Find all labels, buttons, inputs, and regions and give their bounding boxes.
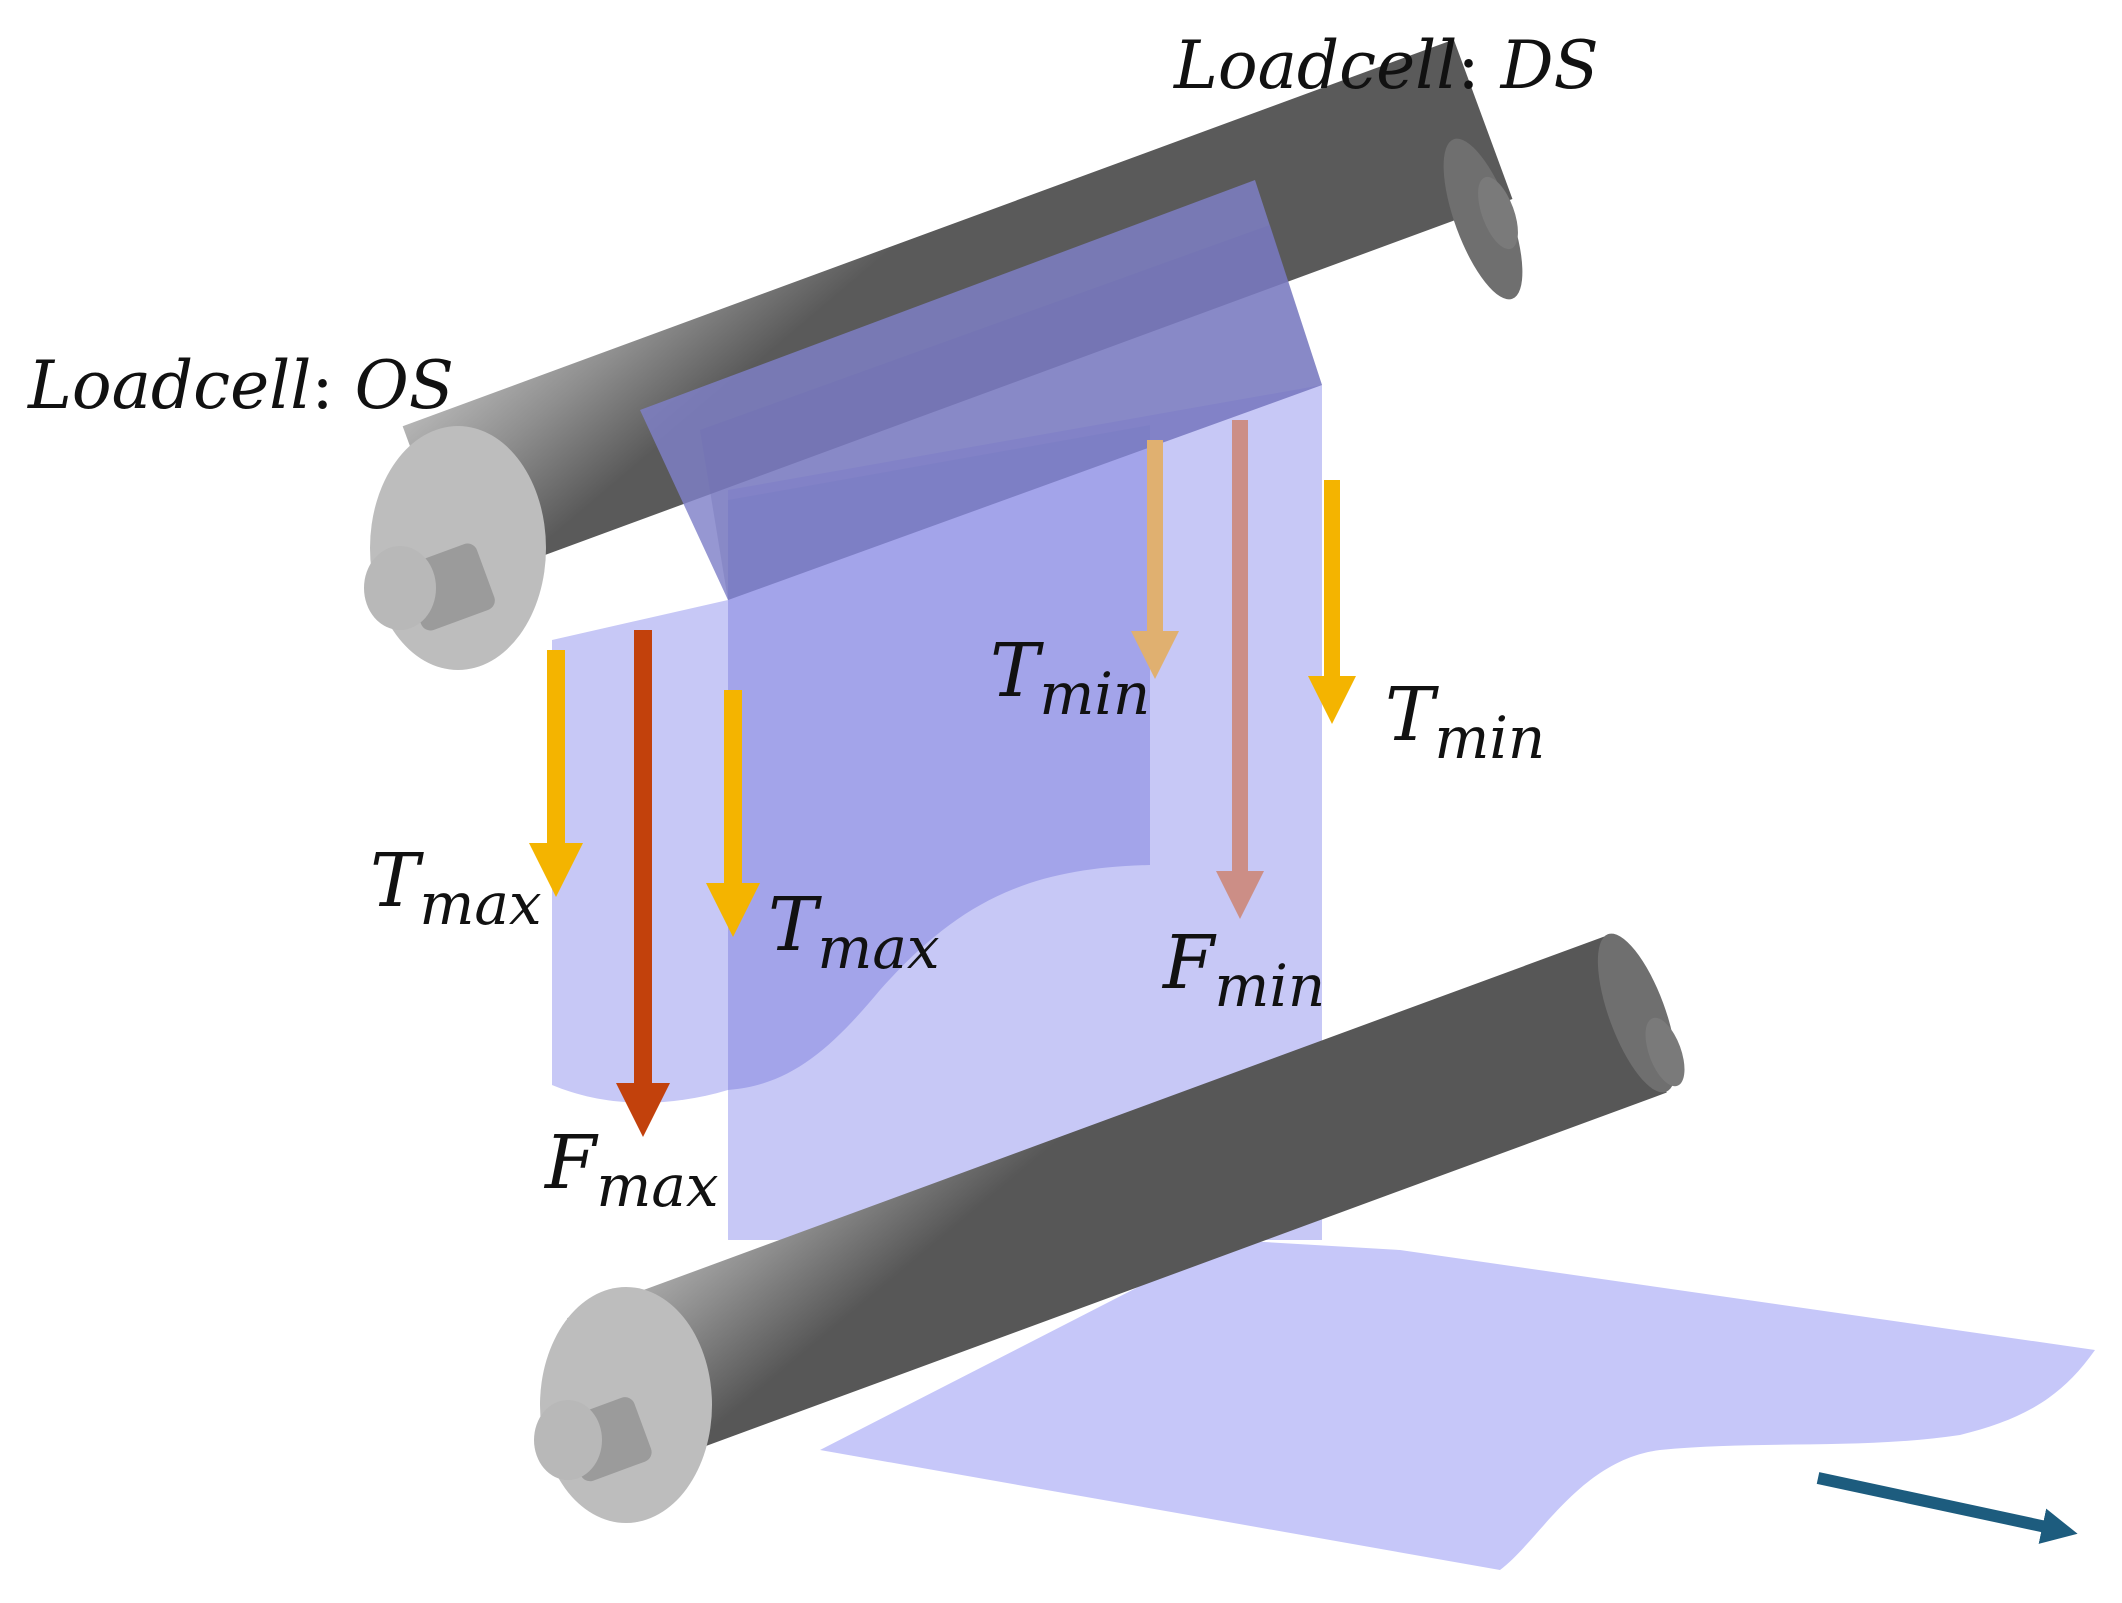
arrow-web-direction — [1816, 1472, 2078, 1544]
web-sheet-mid — [728, 425, 1150, 1090]
label-os-tension-inner: Tmax — [768, 882, 940, 982]
web-over-top-roller — [640, 180, 1322, 600]
top-roller-shaft-ds — [1478, 176, 1518, 250]
label-os-force: Fmax — [543, 1120, 719, 1220]
force-arrows — [529, 420, 2078, 1544]
label-ds-tension-outer: Tmin — [1385, 672, 1545, 772]
label-ds-force: Fmin — [1161, 920, 1325, 1020]
top-roller-shaft-face — [364, 546, 436, 630]
label-os-tension-outer: Tmax — [370, 838, 542, 938]
top-roller-end-ds — [1443, 138, 1523, 300]
bottom-roller-shaft-ds — [1645, 1017, 1685, 1087]
label-ds-tension-inner: Tmin — [990, 628, 1150, 728]
label-loadcell-os: Loadcell: OS — [27, 347, 454, 424]
web-sheets — [552, 385, 2095, 1570]
web-roller-edge-shadow — [700, 225, 1322, 600]
bottom-roller-body — [566, 934, 1667, 1476]
label-loadcell-ds: Loadcell: DS — [1173, 27, 1599, 104]
bottom-roller-shaft-face — [534, 1400, 602, 1480]
top-roller — [364, 39, 1523, 670]
web-sheet-outgoing — [820, 1240, 2095, 1570]
bottom-roller — [534, 933, 1685, 1523]
labels: Loadcell: OS Loadcell: DS Tmax Tmax Fmax… — [27, 27, 1599, 1220]
